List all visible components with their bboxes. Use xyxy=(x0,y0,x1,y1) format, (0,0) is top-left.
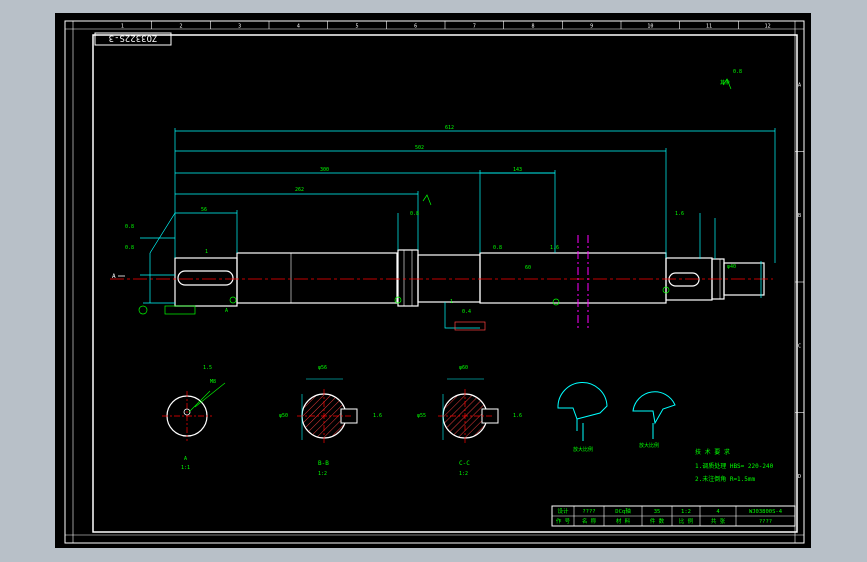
section-bb-scale: 1:2 xyxy=(318,471,327,477)
title-block-cell: DCq轴 xyxy=(615,507,631,515)
roughness-corner-note: 其余 xyxy=(720,79,730,86)
phantom-break-lines xyxy=(577,235,589,331)
svg-text:φ56: φ56 xyxy=(318,365,327,371)
detail-left-label: A xyxy=(184,456,187,462)
title-block-cell: 4 xyxy=(716,509,720,515)
svg-text:56: 56 xyxy=(201,207,207,213)
svg-text:502: 502 xyxy=(415,145,424,151)
top-zone-label: 1 xyxy=(121,24,124,30)
title-block-cell: 共 张 xyxy=(711,517,726,525)
top-zone-label: 5 xyxy=(355,24,358,30)
end-view-detail: M8 1.5 A 1:1 xyxy=(162,365,226,471)
svg-text:0.8: 0.8 xyxy=(125,224,134,230)
section-b-b: φ56 φ50 1.6 B-B 1:2 xyxy=(279,365,382,477)
detail-left-scale: 1:1 xyxy=(181,465,190,471)
title-block: 设计???? DCq轴 35 1:2 4 WJ03800S-4 作 号 名 称 材 料 件 数 比 … xyxy=(551,505,796,527)
top-zone-label: 4 xyxy=(297,24,300,30)
section-cc-label: C-C xyxy=(459,460,470,467)
side-zone-label: D xyxy=(798,474,801,480)
svg-text:1: 1 xyxy=(450,299,453,305)
svg-text:φ55: φ55 xyxy=(417,413,426,419)
section-bb-label: B-B xyxy=(318,460,329,467)
top-zone-label: 7 xyxy=(473,24,476,30)
top-zone-label: 11 xyxy=(706,24,712,30)
side-zone-markers: A B C D xyxy=(795,82,804,480)
top-zone-label: 9 xyxy=(590,24,593,30)
svg-text:1.6: 1.6 xyxy=(550,245,559,251)
notes-line-2: 2.未注倒角 R=1.5mm xyxy=(695,475,756,483)
svg-text:143: 143 xyxy=(513,167,522,173)
svg-text:262: 262 xyxy=(295,187,304,193)
drawing-number-stamp: ZQ3322S-3 xyxy=(109,33,158,43)
detail-lower-left-label: 放大比例 xyxy=(573,446,593,453)
title-block-cell: ???? xyxy=(582,509,595,515)
svg-text:1.5: 1.5 xyxy=(203,365,212,371)
title-block-cell: ???? xyxy=(759,519,772,525)
title-block-cell: 设计 xyxy=(557,507,569,515)
enlarged-details xyxy=(557,382,676,441)
top-zone-label: 3 xyxy=(238,24,241,30)
svg-text:0.8: 0.8 xyxy=(493,245,502,251)
svg-text:300: 300 xyxy=(320,167,329,173)
technical-notes: 技 术 要 求 1.调质处理 HBS= 220-240 2.未注倒角 R=1.5… xyxy=(695,448,774,483)
title-block-cell: 35 xyxy=(654,509,661,515)
view-label-main: A xyxy=(112,273,116,280)
svg-text:M8: M8 xyxy=(210,379,216,385)
top-zone-label: 8 xyxy=(531,24,534,30)
side-zone-label: C xyxy=(798,343,801,349)
svg-text:A: A xyxy=(225,308,228,314)
tolerance-markers xyxy=(138,78,732,331)
shaft-main-view xyxy=(174,249,765,307)
svg-text:φ50: φ50 xyxy=(279,413,288,419)
svg-text:612: 612 xyxy=(445,125,454,131)
svg-text:0.8: 0.8 xyxy=(410,211,419,217)
svg-text:1: 1 xyxy=(205,249,208,255)
title-block-cell: WJ03800S-4 xyxy=(749,509,783,515)
section-c-c: φ60 φ55 1.6 C-C 1:2 xyxy=(417,365,522,477)
top-zone-label: 12 xyxy=(765,24,771,30)
dimension-values: 612 502 300 143 262 56 0.8 0.8 1 A 1 0.4… xyxy=(125,69,742,315)
svg-text:1.6: 1.6 xyxy=(675,211,684,217)
side-zone-label: B xyxy=(798,213,801,219)
svg-text:φ60: φ60 xyxy=(459,365,468,371)
top-zone-label: 6 xyxy=(414,24,417,30)
svg-text:φ40: φ40 xyxy=(727,264,736,270)
notes-line-1: 1.调质处理 HBS= 220-240 xyxy=(695,462,774,470)
notes-title: 技 术 要 求 xyxy=(695,448,730,456)
svg-text:1.6: 1.6 xyxy=(513,413,522,419)
title-block-cell: 比 例 xyxy=(679,517,694,525)
top-zone-label: 10 xyxy=(647,24,653,30)
side-zone-label: A xyxy=(798,82,801,88)
top-zone-label: 2 xyxy=(179,24,182,30)
dimension-lines xyxy=(140,128,776,329)
svg-text:60: 60 xyxy=(525,265,531,271)
title-block-cell: 件 数 xyxy=(650,517,665,525)
detail-lower-right-label: 放大比例 xyxy=(639,442,659,449)
svg-text:0.4: 0.4 xyxy=(462,309,471,315)
section-cc-scale: 1:2 xyxy=(459,471,468,477)
svg-text:0.8: 0.8 xyxy=(733,69,742,75)
title-block-cell: 材 料 xyxy=(616,517,631,525)
title-block-cell: 1:2 xyxy=(681,509,691,515)
svg-text:1.6: 1.6 xyxy=(373,413,382,419)
title-block-cell: 作 号 xyxy=(556,517,571,525)
svg-text:0.8: 0.8 xyxy=(125,245,134,251)
title-block-cell: 名 称 xyxy=(582,517,597,525)
